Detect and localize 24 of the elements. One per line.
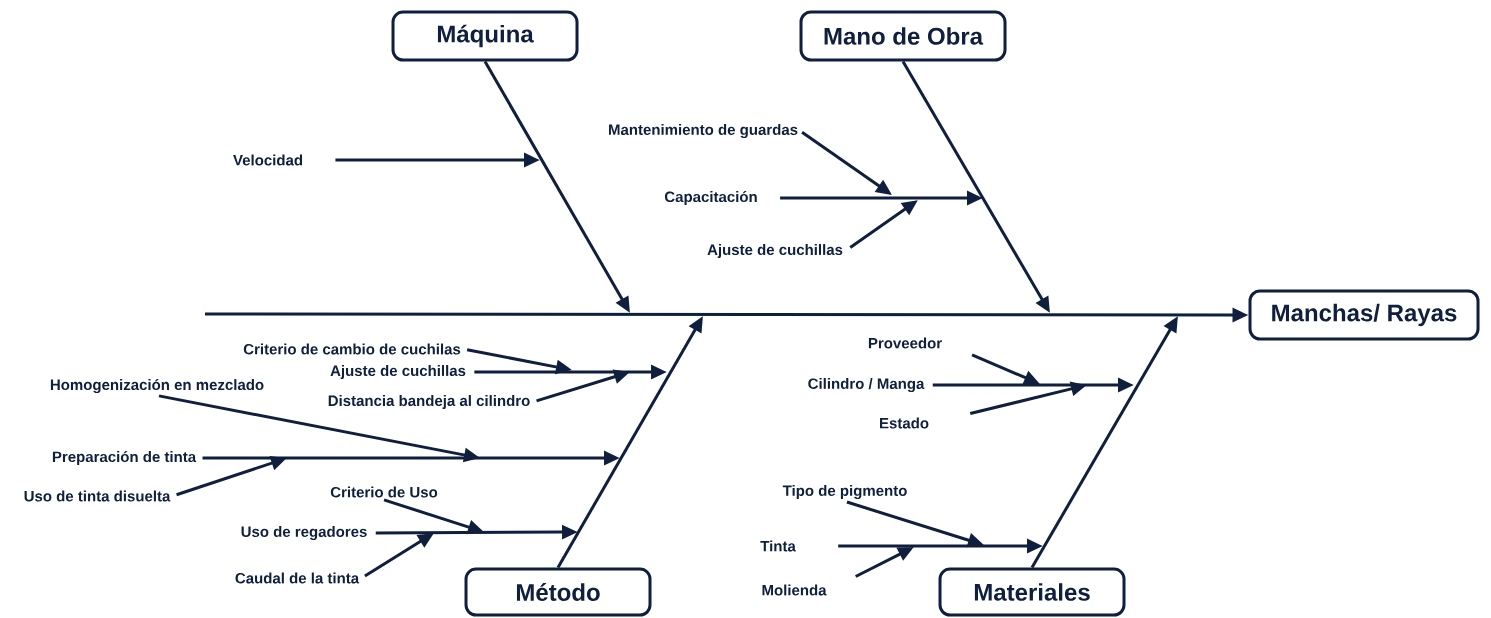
cause-label: Capacitación	[664, 190, 757, 206]
cause-label: Estado	[880, 417, 929, 429]
cause-label: Velocidad	[233, 154, 303, 166]
category-box: Materiales	[938, 567, 1126, 617]
category-box: Método	[464, 567, 652, 617]
category-box: Mano de Obra	[799, 10, 1007, 62]
cause-label: Tipo de pigmento	[782, 485, 907, 499]
cause-label: Ajuste de cuchillas	[330, 365, 466, 379]
cause-label: Criterio de Uso	[330, 486, 438, 498]
cause-label: Homogenización en mezclado	[50, 378, 264, 394]
cause-label: Distancia bandeja al cilindro	[328, 395, 530, 409]
cause-label: Mantenimiento de guardas	[609, 124, 798, 138]
category-box: Máquina	[391, 10, 579, 62]
cause-label: Cilindro / Manga	[808, 378, 925, 392]
cause-label: Proveedor	[868, 337, 942, 349]
category-box: Manchas/ Rayas	[1248, 289, 1480, 341]
cause-label: Caudal de la tinta	[235, 572, 360, 584]
cause-label: Uso de regadores	[241, 526, 367, 540]
cause-label: Tinta	[760, 540, 796, 552]
cause-label: Criterio de cambio de cuchilas	[243, 343, 461, 355]
cause-label: Molienda	[762, 584, 827, 596]
cause-label: Uso de tinta disuelta	[24, 490, 171, 502]
cause-label: Ajuste de cuchillas	[707, 244, 843, 258]
cause-label: Preparación de tinta	[52, 450, 197, 466]
